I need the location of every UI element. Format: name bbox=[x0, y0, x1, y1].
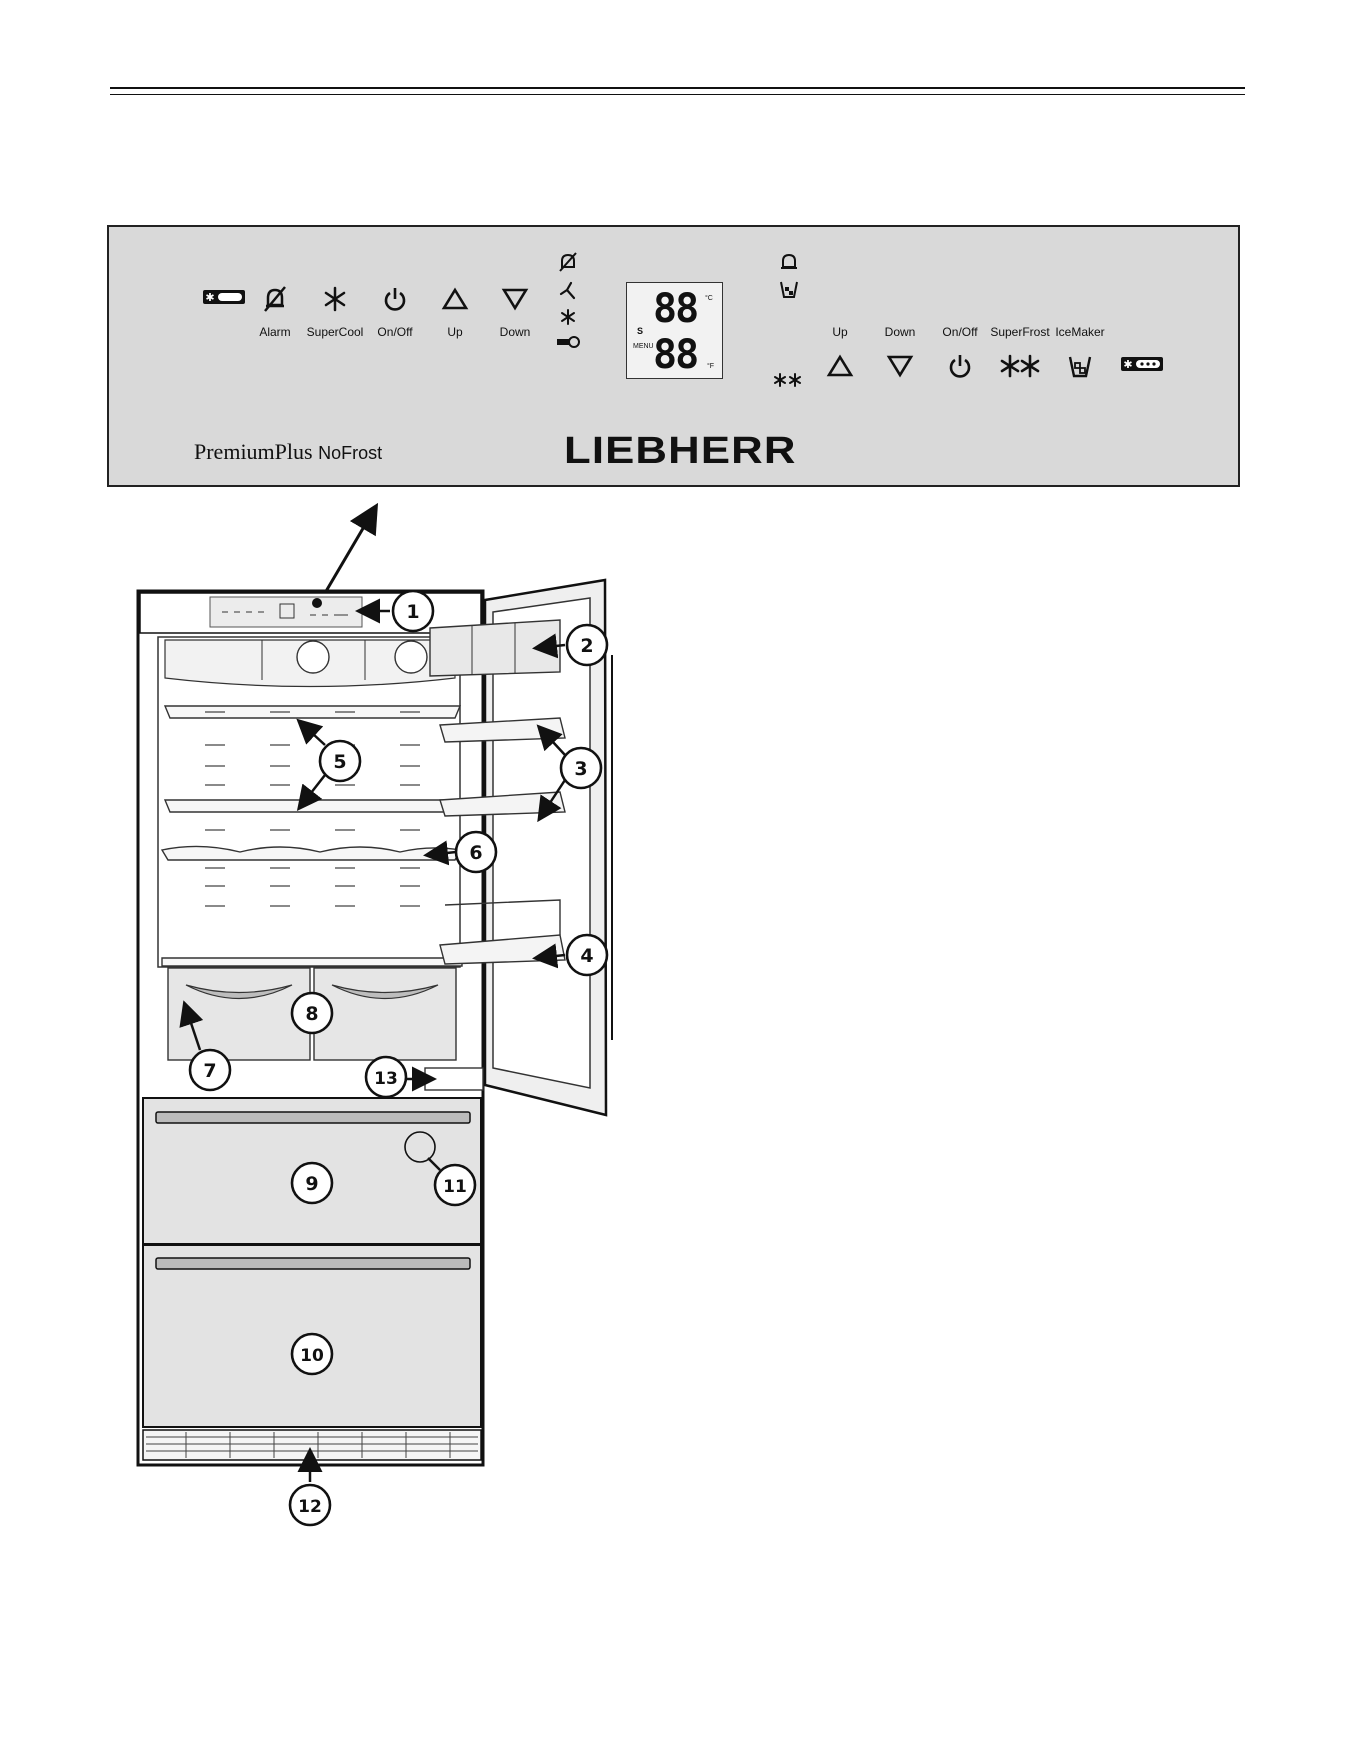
callout-8: 8 bbox=[305, 1003, 318, 1025]
callout-6: 6 bbox=[469, 842, 482, 864]
callout-10: 10 bbox=[300, 1346, 324, 1366]
mini-control-panel bbox=[210, 597, 362, 627]
callout-9: 9 bbox=[305, 1173, 318, 1195]
callout-4: 4 bbox=[580, 945, 593, 967]
callout-11: 11 bbox=[443, 1177, 467, 1197]
callout-2: 2 bbox=[580, 635, 593, 657]
callout-12: 12 bbox=[298, 1497, 322, 1517]
callout-7: 7 bbox=[203, 1060, 216, 1082]
callout-13: 13 bbox=[374, 1069, 398, 1089]
callout-1: 1 bbox=[406, 601, 419, 623]
callout-3: 3 bbox=[574, 758, 587, 780]
door-bottom-feature bbox=[425, 1068, 483, 1090]
callout-5: 5 bbox=[333, 751, 346, 773]
ventilation-grille bbox=[143, 1430, 481, 1460]
